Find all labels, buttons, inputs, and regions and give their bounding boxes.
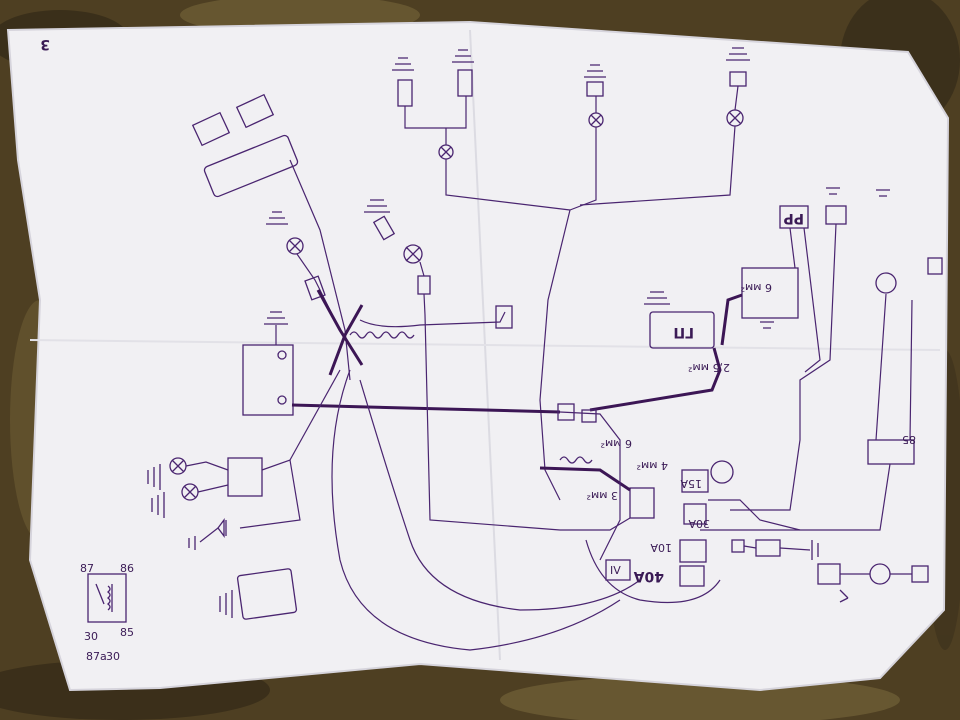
battery [242,311,561,416]
arrow-icon [839,589,849,603]
fuse-slot [679,565,705,587]
feed-wire-2 [560,517,631,531]
module-box [191,111,231,147]
relay-pin-30-bottom: 30 [106,650,120,663]
paper-fold-horizontal [29,339,941,351]
paper-sheet [6,20,950,692]
relay-pin-87: 87 [80,562,94,575]
wire-gauge-6mm-lower: 6 мм² [600,437,632,450]
switch-box [457,69,473,97]
thick-wire-c [589,347,722,412]
long-loop-wire [331,369,621,651]
relay-box-right [867,439,915,465]
junction-box-2 [581,409,597,423]
relay-pp-label: PP [783,210,804,226]
right-relay-group: ГП PP 2,5 мм² 6 мм² [589,205,821,412]
ground-symbol [264,311,288,325]
relay-box [586,81,604,97]
long-loop-wire-2 [359,379,641,611]
ground-symbol [151,492,165,518]
fuse-slot [681,469,709,493]
fuse-box [304,275,326,301]
twisted-pair [349,331,415,339]
relay-gp-label: ГП [673,324,694,340]
ground-symbol [452,49,474,63]
ground-symbol [266,211,288,225]
ground-symbol [147,464,161,490]
relay-pp-box [779,205,809,229]
switch-box [372,215,396,241]
thick-wire-a [316,289,364,366]
twisted-pair-lower [559,456,593,464]
relay-pin-30: 30 [84,630,98,643]
diode-icon [217,518,227,538]
wire-gauge-6mm: 6 мм² [740,281,772,294]
bottom-left-device [219,568,298,620]
relay-box [227,457,263,497]
bottom-loop-wire [585,539,721,604]
fuse-slot [679,539,707,563]
relay-gp-box [649,311,715,349]
ground-symbol [188,536,196,550]
wire-gauge-25mm: 2,5 мм² [688,361,730,374]
top-lamp-group [392,47,750,211]
fuse-block: 15A 40A 10A 30A IV 6 мм² 4 мм² 3 мм² [586,437,929,587]
relay-pinout-diagram: 86 87 85 30 87a 30 [80,562,134,663]
device-box [236,568,298,620]
thick-wire-d [720,293,743,346]
main-trunk-wire [539,209,571,501]
lamp-icon [403,244,423,264]
ground-symbol [826,187,840,195]
ground-symbol [760,321,774,329]
ground-symbol [811,540,819,560]
fuse-housing [629,487,655,519]
left-branch-wire [289,369,341,461]
roman-iv-label: IV [610,564,621,577]
ground-symbol [219,590,233,618]
wire-gauge-3mm: 3 мм² [586,489,618,502]
thick-wire-b [328,304,364,376]
ground-symbol [364,199,390,213]
fuse-slot [683,503,707,525]
generator-icon [710,460,734,484]
connector-box [495,305,513,329]
relay-pinout-box [87,573,127,623]
control-unit-box [203,134,299,198]
fuse-label-10a: 10A [650,541,672,554]
feed-wire [559,411,621,561]
junction-box [557,403,575,421]
far-right-components: 85 [700,187,943,531]
module-box [235,93,275,129]
fuse-label-30a: 30A [688,517,710,530]
ground-symbol [876,189,890,197]
center-switch-group [349,199,561,531]
battery-box [242,344,294,416]
relay-pin-87a: 87a [86,650,107,663]
fuse-slot [605,559,631,581]
left-lower-lamps [147,457,301,550]
wire-gauge-4mm: 4 мм² [636,459,668,472]
relay-pin-85-right: 85 [902,433,916,446]
fuse-label-15a: 15A [680,477,702,490]
ground-symbol [644,291,670,305]
ground-symbol [392,57,414,71]
relay-pin-85: 85 [120,626,134,639]
fuse-label-40a: 40A [634,568,664,584]
lamp-icon [286,237,304,255]
relay-rh-box [741,267,799,319]
switch-box [927,257,943,275]
ground-symbol [584,64,606,78]
sheet-number: 3 [40,36,50,52]
relay-pin-86: 86 [120,562,134,575]
motor-icon [875,272,897,294]
ground-symbol [726,47,750,61]
battery-positive-cable [291,403,561,414]
